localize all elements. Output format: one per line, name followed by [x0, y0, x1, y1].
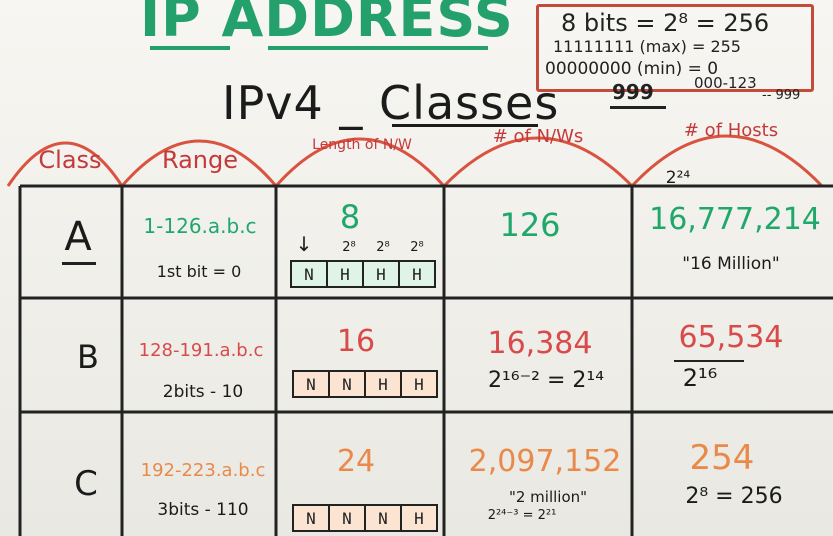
segment-a-3: H	[364, 262, 400, 286]
length-c: 24	[336, 444, 376, 479]
range-c: 192-223.a.b.c	[140, 460, 266, 481]
subtitle-underline	[392, 124, 538, 127]
length-a-exp-3: 2⁸	[410, 240, 424, 255]
hosts-a-note: "16 Million"	[682, 254, 780, 274]
hosts-b: 65,534	[678, 320, 784, 355]
title-text: IP ADDRESS	[140, 0, 514, 49]
nws-c-note-2: 2²⁴⁻³ = 2²¹	[487, 508, 557, 523]
segment-c-2: N	[330, 506, 366, 530]
segment-a-1: N	[292, 262, 328, 286]
class-b-label: B	[77, 338, 99, 376]
segment-b-4: H	[402, 372, 436, 396]
length-a: 8	[339, 198, 361, 236]
bits-line-1: 8 bits = 2⁸ = 256	[561, 9, 770, 37]
hosts-c-note: 2⁸ = 256	[685, 484, 783, 509]
subtitle-text: IPv4 _ Classes	[222, 76, 560, 130]
segment-c-4: H	[402, 506, 436, 530]
nws-b: 16,384	[487, 326, 593, 361]
hosts-a-power: 2²⁴	[665, 168, 691, 188]
header-nws: # of N/Ws	[492, 126, 584, 147]
nws-c: 2,097,152	[468, 444, 622, 479]
segments-b: N N H H	[292, 370, 438, 398]
segment-a-2: H	[328, 262, 364, 286]
hosts-a: 16,777,214	[649, 202, 821, 237]
header-length: Length of N/W	[312, 137, 412, 153]
length-b: 16	[336, 324, 376, 359]
length-a-exp-2: 2⁸	[376, 240, 390, 255]
segment-b-3: H	[366, 372, 402, 396]
range-b: 128-191.a.b.c	[138, 340, 264, 361]
title-underline-1	[150, 46, 230, 50]
segments-a: N H H H	[290, 260, 436, 288]
header-hosts: # of Hosts	[683, 120, 779, 141]
class-a-underline	[62, 262, 96, 265]
page-title: IP ADDRESS	[140, 0, 514, 49]
bits-note-box: 8 bits = 2⁸ = 256 11111111 (max) = 255 0…	[536, 4, 814, 92]
range-c-note: 3bits - 110	[157, 500, 249, 520]
segment-b-1: N	[294, 372, 330, 396]
segments-c: N N N H	[292, 504, 438, 532]
range-b-note: 2bits - 10	[162, 382, 244, 402]
note-999-underline	[610, 106, 666, 109]
class-a-label: A	[64, 214, 92, 260]
nws-b-note: 2¹⁶⁻² = 2¹⁴	[487, 368, 605, 393]
title-underline-2	[268, 46, 488, 50]
arrow-down-icon: ↓	[295, 232, 313, 256]
segment-a-4: H	[400, 262, 434, 286]
range-a: 1-126.a.b.c	[143, 214, 257, 238]
note-dots: -- 999	[762, 88, 801, 103]
segment-b-2: N	[330, 372, 366, 396]
length-a-exp-1: 2⁸	[342, 240, 356, 255]
segment-c-1: N	[294, 506, 330, 530]
note-range: 000-123	[694, 74, 757, 92]
header-range: Range	[161, 146, 239, 174]
nws-c-note: "2 million"	[508, 488, 588, 506]
bits-line-3: 00000000 (min) = 0	[545, 59, 719, 79]
bits-line-2: 11111111 (max) = 255	[553, 37, 741, 56]
hosts-c: 254	[689, 438, 755, 478]
nws-a: 126	[499, 206, 561, 244]
note-999: 999	[612, 80, 654, 104]
segment-c-3: N	[366, 506, 402, 530]
class-c-label: C	[74, 464, 98, 504]
header-class: Class	[38, 146, 102, 174]
hosts-b-note: 2¹⁶	[682, 364, 718, 392]
hosts-b-underline	[674, 360, 744, 362]
subtitle: IPv4 _ Classes	[222, 76, 559, 130]
range-a-note: 1st bit = 0	[156, 262, 242, 281]
